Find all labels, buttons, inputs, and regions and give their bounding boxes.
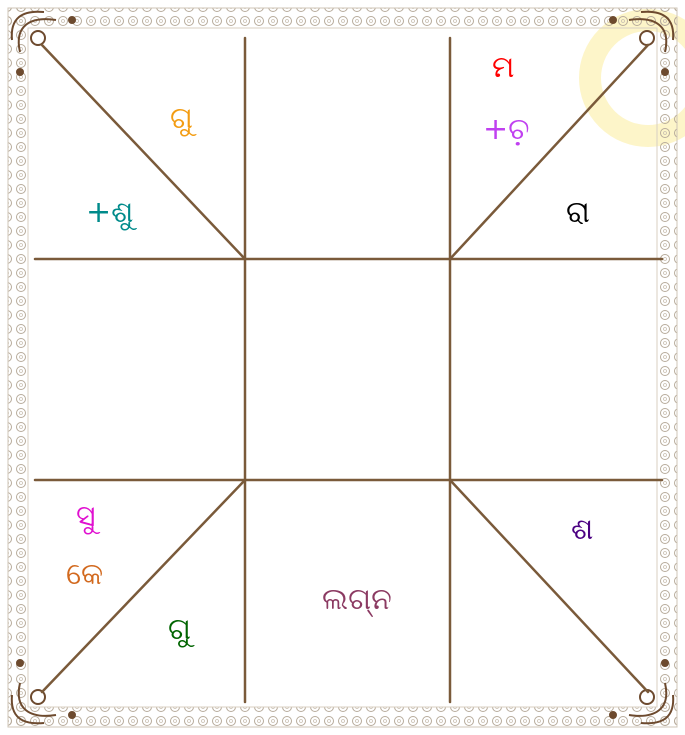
house-9-planet-label: ରା	[566, 198, 590, 228]
diagonal-top-right	[450, 45, 648, 259]
diagonal-bottom-right	[450, 480, 648, 692]
house-8-planet-label-1: ମ	[492, 53, 514, 83]
house-11-planet-label: ଶ	[571, 515, 593, 545]
house-8-planet-label-2: +ଚ଼	[483, 115, 529, 145]
house-1-lagna-label: ଲଗ୍ନ	[322, 585, 392, 615]
house-2-planet-label: ଗୁ	[168, 615, 191, 645]
house-5-planet-label: +ଶୁ	[86, 198, 133, 228]
house-6-planet-label: ଗୁ	[170, 104, 193, 134]
house-3-planet-label-2: କେ	[66, 560, 103, 590]
house-3-planet-label-1: ସୁ	[76, 502, 96, 532]
diagonal-top-left	[42, 45, 245, 259]
